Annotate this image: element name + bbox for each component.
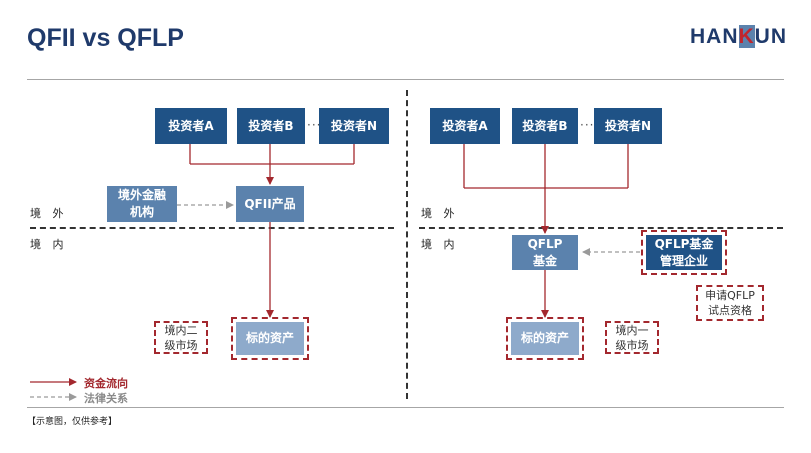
qfii-product: QFII产品 (236, 186, 304, 222)
qfii-investor-b: 投资者B (237, 108, 305, 144)
logo-part-k: K (738, 25, 755, 48)
border-line-left (30, 227, 394, 229)
legend-capital-flow: 资金流向 (84, 377, 128, 390)
qflp-pilot-qualification: 申请QFLP 试点资格 (696, 285, 764, 321)
page-title: QFII vs QFLP (27, 24, 184, 52)
border-line-right (419, 227, 783, 229)
zone-offshore-right: 境 外 (421, 207, 459, 220)
qflp-investor-b: 投资者B (512, 108, 578, 144)
qfii-secondary-market: 境内二 级市场 (154, 321, 208, 354)
zone-onshore-right: 境 内 (421, 238, 459, 251)
hankun-logo: HANKUN (690, 25, 787, 49)
qflp-target-assets: 标的资产 (506, 317, 584, 360)
qfii-offshore-institution: 境外金融 机构 (107, 186, 177, 222)
zone-onshore-left: 境 内 (30, 238, 68, 251)
qfii-investor-a: 投资者A (155, 108, 227, 144)
zone-offshore-left: 境 外 (30, 207, 68, 220)
qflp-fund: QFLP 基金 (512, 235, 578, 270)
qflp-investor-a: 投资者A (430, 108, 500, 144)
qflp-investor-n: 投资者N (594, 108, 662, 144)
legend-legal-relation: 法律关系 (84, 392, 128, 405)
qfii-investor-n: 投资者N (319, 108, 389, 144)
qfii-target-assets: 标的资产 (231, 317, 309, 360)
footer-divider (27, 407, 784, 408)
footnote: 【示意图，仅供参考】 (27, 417, 118, 427)
qflp-fund-manager: QFLP基金 管理企业 (641, 230, 727, 275)
center-divider (406, 90, 408, 399)
qflp-primary-market: 境内一 级市场 (605, 321, 659, 354)
logo-part-han: HAN (690, 25, 739, 48)
logo-part-un: UN (754, 25, 788, 48)
header-divider (27, 79, 784, 80)
